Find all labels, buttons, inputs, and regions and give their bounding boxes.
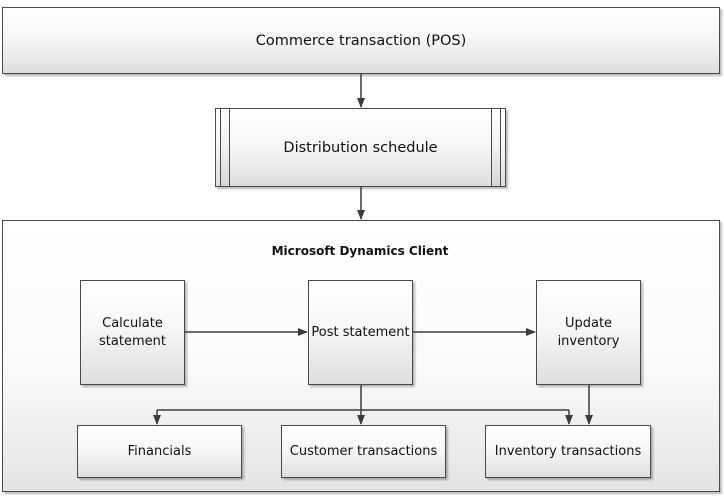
calculate-statement-box: Calculate statement bbox=[80, 280, 185, 385]
financials-box: Financials bbox=[77, 425, 242, 478]
distribution-schedule-label: Distribution schedule bbox=[283, 139, 438, 156]
update-inventory-box: Update inventory bbox=[536, 280, 641, 385]
subprocess-left-bar bbox=[220, 109, 230, 186]
post-statement-label: Post statement bbox=[311, 324, 410, 340]
client-title: Microsoft Dynamics Client bbox=[271, 244, 449, 258]
financials-label: Financials bbox=[127, 443, 192, 459]
customer-transactions-box: Customer transactions bbox=[281, 425, 446, 478]
commerce-transaction-box: Commerce transaction (POS) bbox=[2, 7, 720, 74]
update-inventory-label: Update inventory bbox=[557, 315, 620, 349]
distribution-schedule-box: Distribution schedule bbox=[215, 108, 506, 187]
post-statement-box: Post statement bbox=[308, 280, 413, 385]
calculate-statement-label: Calculate statement bbox=[99, 315, 166, 349]
inventory-transactions-box: Inventory transactions bbox=[485, 425, 651, 478]
customer-transactions-label: Customer transactions bbox=[289, 443, 438, 459]
inventory-transactions-label: Inventory transactions bbox=[494, 443, 642, 459]
commerce-transaction-label: Commerce transaction (POS) bbox=[255, 32, 467, 49]
subprocess-right-bar bbox=[491, 109, 501, 186]
